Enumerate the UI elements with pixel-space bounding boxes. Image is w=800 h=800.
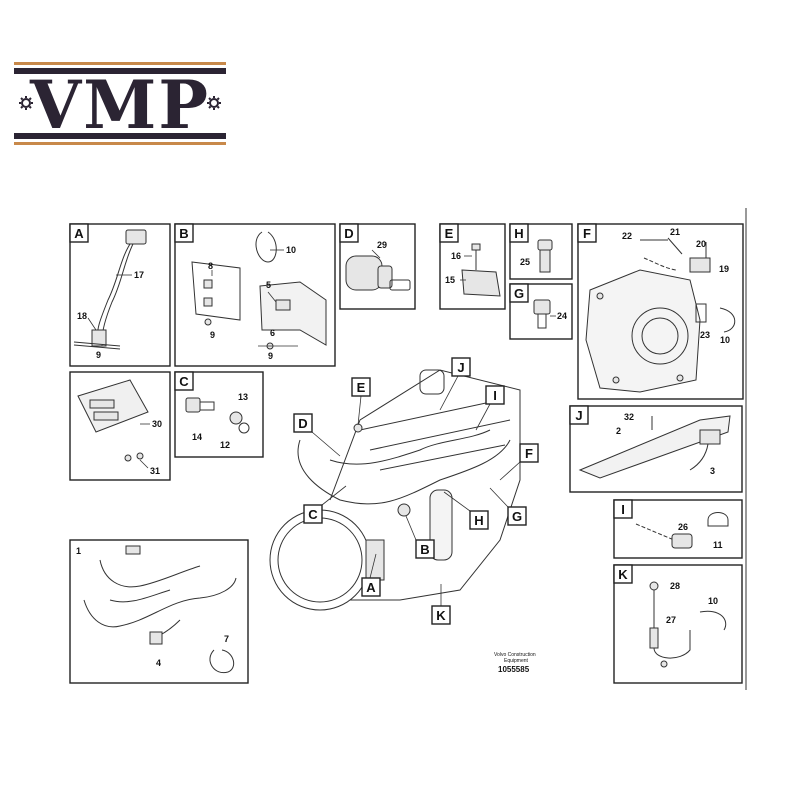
svg-text:H: H — [474, 513, 483, 528]
part-number: 22 — [622, 231, 632, 241]
part-number: 12 — [220, 440, 230, 450]
panel-c[interactable]: C 13 14 12 — [174, 371, 264, 458]
part-number: 8 — [208, 261, 213, 271]
part-number: 29 — [377, 240, 387, 250]
part-number: 17 — [134, 270, 144, 280]
part-number: 32 — [624, 412, 634, 422]
part-number: 6 — [270, 328, 275, 338]
part-number: 20 — [696, 239, 706, 249]
gear-icon — [207, 96, 221, 110]
part-number: 14 — [192, 432, 202, 442]
callout-e[interactable]: E — [351, 377, 371, 426]
svg-text:J: J — [457, 360, 464, 375]
callout-g[interactable]: G — [489, 487, 527, 526]
callout-d[interactable]: D — [293, 413, 341, 457]
panel-letter: A — [74, 226, 84, 241]
panel-k[interactable]: K 28 27 10 — [613, 564, 743, 684]
part-number: 1 — [76, 546, 81, 556]
part-number: 27 — [666, 615, 676, 625]
panel-letter: J — [575, 408, 582, 423]
svg-text:K: K — [436, 608, 446, 623]
part-number: 11 — [713, 540, 723, 550]
part-number: 24 — [557, 311, 567, 321]
panel-e[interactable]: E 16 15 — [439, 223, 506, 310]
part-number: 16 — [451, 251, 461, 261]
part-number: 23 — [700, 330, 710, 340]
part-number: 28 — [670, 581, 680, 591]
svg-text:D: D — [298, 416, 307, 431]
panel-letter: B — [179, 226, 188, 241]
svg-text:B: B — [420, 542, 429, 557]
panel-b[interactable]: B 10 8 5 9 6 9 — [174, 223, 336, 367]
caption-line1: Volvo Construction — [494, 652, 536, 658]
vmp-logo: VMP — [14, 62, 226, 145]
panel-letter: D — [344, 226, 353, 241]
part-number: 10 — [720, 335, 730, 345]
panel-i[interactable]: I 26 11 — [613, 499, 743, 559]
document-caption: Volvo Construction Equipment 1055585 — [494, 652, 536, 674]
part-number: 25 — [520, 257, 530, 267]
panel-a[interactable]: A 17 18 9 — [69, 223, 171, 367]
part-number: 9 — [210, 330, 215, 340]
panel-d[interactable]: D 29 — [339, 223, 416, 310]
part-number: 18 — [77, 311, 87, 321]
panel-letter: K — [618, 567, 628, 582]
part-number: 2 — [616, 426, 621, 436]
svg-text:E: E — [357, 380, 366, 395]
callout-i[interactable]: I — [475, 385, 505, 431]
part-number: 7 — [224, 634, 229, 644]
panel-controller[interactable]: 30 31 — [69, 371, 171, 481]
callout-b[interactable]: B — [405, 515, 435, 559]
part-number: 9 — [96, 350, 101, 360]
callout-f[interactable]: F — [499, 443, 539, 481]
part-number: 5 — [266, 280, 271, 290]
panel-letter: H — [514, 226, 523, 241]
gear-icon — [19, 96, 33, 110]
callout-c[interactable]: C — [303, 485, 347, 524]
part-number: 9 — [268, 351, 273, 361]
callout-a[interactable]: A — [361, 553, 381, 597]
panel-f[interactable]: F 22 21 20 19 23 10 — [577, 223, 744, 400]
panel-letter: F — [583, 226, 591, 241]
part-number: 30 — [152, 419, 162, 429]
svg-text:I: I — [493, 388, 497, 403]
part-number: 13 — [238, 392, 248, 402]
panel-harness[interactable]: 1 7 4 — [69, 539, 249, 684]
panel-letter: E — [445, 226, 454, 241]
part-number: 10 — [708, 596, 718, 606]
panel-letter: C — [179, 374, 189, 389]
part-number: 3 — [710, 466, 715, 476]
callout-k[interactable]: K — [431, 584, 451, 625]
logo-text: VMP — [29, 66, 210, 144]
part-number: 31 — [150, 466, 160, 476]
callout-h[interactable]: H — [443, 491, 489, 530]
part-number: 4 — [156, 658, 161, 668]
part-number: 21 — [670, 227, 680, 237]
engine-drawing — [269, 369, 521, 611]
svg-text:G: G — [512, 509, 522, 524]
part-number: 26 — [678, 522, 688, 532]
callout-j[interactable]: J — [439, 357, 471, 411]
panel-h[interactable]: H 25 — [509, 223, 573, 280]
caption-line2: Equipment — [504, 658, 529, 664]
svg-text:C: C — [308, 507, 318, 522]
panel-g[interactable]: G 24 — [509, 283, 573, 340]
part-number: 19 — [719, 264, 729, 274]
panel-letter: G — [514, 286, 524, 301]
panel-letter: I — [621, 502, 625, 517]
part-number: 15 — [445, 275, 455, 285]
svg-text:A: A — [366, 580, 376, 595]
document-number: 1055585 — [498, 665, 530, 674]
svg-text:F: F — [525, 446, 533, 461]
part-number: 10 — [286, 245, 296, 255]
panel-j[interactable]: J 32 2 3 — [569, 405, 743, 493]
